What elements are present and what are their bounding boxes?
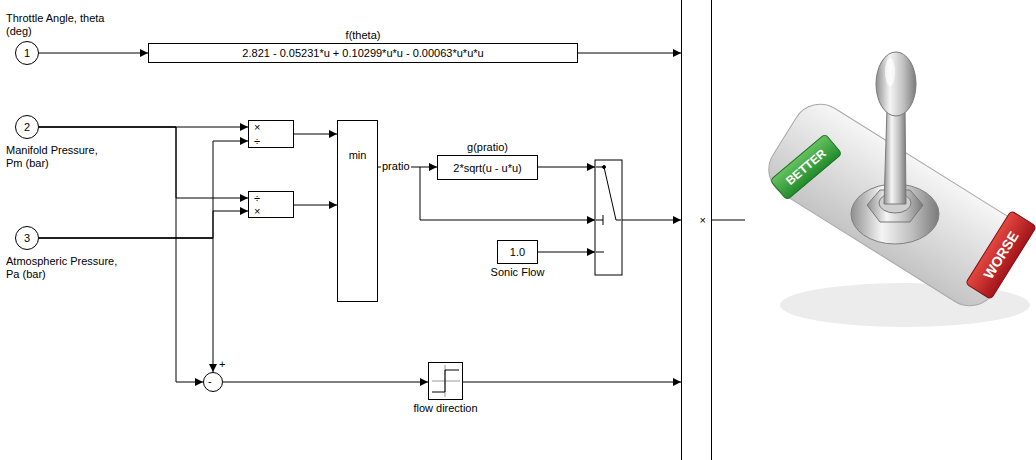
switch-caption: BETTER bbox=[783, 146, 829, 188]
expression: 2*sqrt(u - u*u) bbox=[453, 161, 521, 174]
operator-sign: ÷ bbox=[254, 192, 260, 205]
signal-wire bbox=[538, 252, 595, 253]
port-name: Throttle Angle, theta (deg) bbox=[6, 12, 116, 38]
signal-line bbox=[223, 382, 428, 383]
signal-line bbox=[294, 205, 337, 206]
switch-caption: WORSE bbox=[980, 228, 1022, 281]
operator-sign: × bbox=[254, 121, 260, 134]
sign-axes bbox=[432, 365, 460, 397]
port-number: 2 bbox=[24, 121, 30, 134]
operator-sign: ÷ bbox=[254, 135, 260, 148]
constant-block: 1.0Sonic Flow bbox=[497, 240, 538, 264]
switch-icon bbox=[596, 167, 621, 252]
sum-block: +- bbox=[203, 372, 223, 392]
operator-sign: × bbox=[254, 205, 260, 218]
block-name: Sonic Flow bbox=[491, 266, 545, 279]
switch-contact bbox=[603, 166, 606, 169]
signal-wire bbox=[538, 167, 595, 168]
lever bbox=[884, 108, 906, 204]
port-name: Manifold Pressure, Pm (bar) bbox=[6, 144, 116, 170]
expression: 2.821 - 0.05231*u + 0.10299*u*u - 0.0006… bbox=[242, 47, 483, 60]
product-block: ÷× bbox=[248, 191, 294, 218]
sign-block: flow direction bbox=[428, 362, 463, 400]
better-pad bbox=[770, 134, 842, 200]
lever-knob bbox=[876, 52, 916, 116]
fcn-block: f(theta)2.821 - 0.05231*u + 0.10299*u*u … bbox=[148, 43, 578, 63]
port-number: 3 bbox=[24, 232, 30, 245]
signal-line bbox=[294, 134, 337, 135]
sign-label: + bbox=[219, 358, 225, 371]
signal-line bbox=[39, 127, 203, 382]
port-name: Atmospheric Pressure, Pa (bar) bbox=[6, 255, 128, 281]
signal-wire bbox=[622, 220, 681, 221]
worse-pad bbox=[965, 211, 1036, 300]
signal-line bbox=[39, 127, 248, 198]
constant-value: 1.0 bbox=[510, 246, 525, 259]
sign-step bbox=[432, 370, 459, 392]
signal-line bbox=[39, 53, 148, 54]
minmax-block: min bbox=[337, 120, 378, 302]
toggle-illustration bbox=[758, 52, 1036, 327]
signal-line bbox=[39, 211, 248, 238]
port-number: 1 bbox=[24, 47, 30, 60]
signal-line bbox=[578, 53, 681, 54]
inport-block: 3Atmospheric Pressure, Pa (bar) bbox=[15, 226, 39, 250]
signal-name: pratio bbox=[381, 160, 411, 173]
signal-wire bbox=[712, 220, 745, 221]
block-name: g(pratio) bbox=[467, 141, 508, 154]
switch-outline bbox=[595, 160, 622, 275]
block-label: min bbox=[349, 149, 367, 162]
inport-block: 2Manifold Pressure, Pm (bar) bbox=[15, 115, 39, 139]
block-name: f(theta) bbox=[346, 29, 381, 42]
operator-sign: × bbox=[700, 214, 706, 227]
inport-block: 1Throttle Angle, theta (deg) bbox=[15, 41, 39, 65]
product-block: ×÷ bbox=[248, 120, 294, 148]
highlight bbox=[885, 58, 895, 86]
product-block: × bbox=[681, 0, 712, 460]
block-name: flow direction bbox=[413, 402, 477, 415]
switch-block bbox=[595, 160, 622, 275]
signal-line bbox=[463, 382, 681, 383]
fcn-block: g(pratio)2*sqrt(u - u*u) bbox=[437, 155, 538, 180]
sign-label: - bbox=[208, 375, 212, 388]
